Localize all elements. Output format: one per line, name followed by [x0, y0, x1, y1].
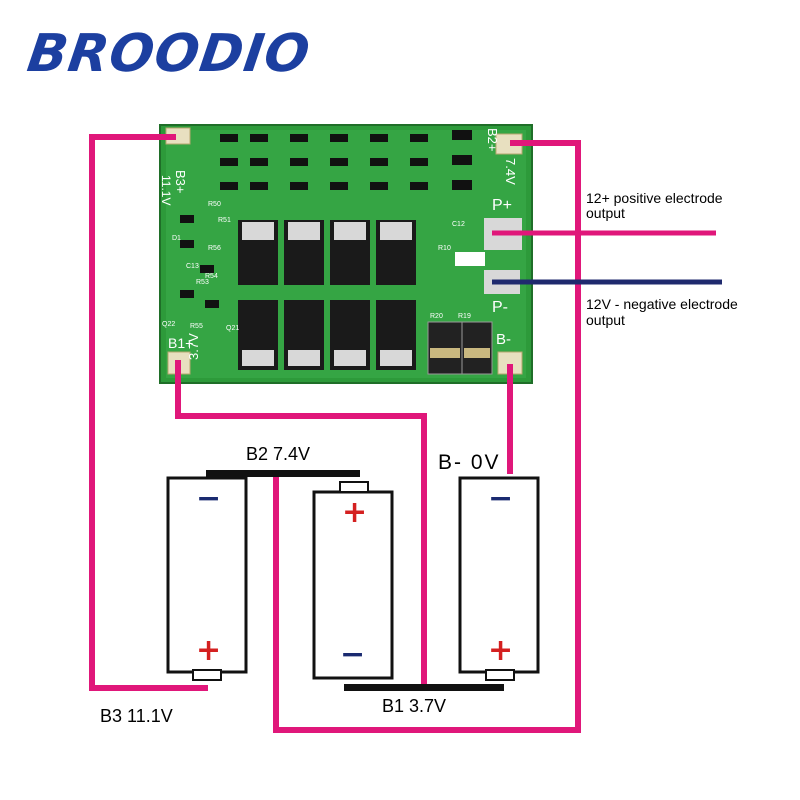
- component-label-r51: R51: [218, 217, 231, 224]
- cell-right-minus: −: [488, 481, 513, 516]
- mosfet-bottom-row: [238, 300, 416, 370]
- bus-bar-b2: [206, 470, 360, 477]
- negative-output-label-line1: 12V - negative electrode: [586, 296, 738, 312]
- cell-middle-minus: −: [340, 637, 365, 672]
- component-label-d1: D1: [172, 235, 181, 242]
- component-label-r19: R19: [458, 313, 471, 320]
- battery-cell-right: [458, 476, 540, 681]
- bms-pcb-board: [159, 124, 533, 384]
- board-b2-voltage: 7.4V: [503, 158, 518, 185]
- wire-b1: [175, 360, 427, 688]
- negative-output-label-line2: output: [586, 312, 625, 328]
- board-b2-label: B2+: [485, 128, 500, 152]
- board-b3-voltage: 11.1V: [159, 175, 173, 205]
- component-label-r56: R56: [208, 245, 221, 252]
- component-label-r20: R20: [430, 313, 443, 320]
- board-b1-label: B1+: [168, 335, 193, 351]
- mosfet-top-row: [238, 220, 416, 285]
- battery-cell-middle: [312, 481, 394, 680]
- positive-output-label-line2: output: [586, 205, 625, 221]
- board-b1-voltage: 3.7V: [186, 333, 201, 360]
- component-label-r55: R55: [190, 323, 203, 330]
- board-p-minus: P-: [492, 299, 508, 316]
- cell-left-plus: +: [196, 633, 221, 668]
- positive-output-label-line1: 12+ positive electrode: [586, 190, 723, 206]
- board-p-plus: P+: [492, 197, 512, 214]
- component-label-r54: R54: [205, 273, 218, 280]
- board-b3-label: B3+: [173, 170, 188, 194]
- b-minus-voltage-label: B- 0V: [438, 451, 501, 474]
- component-label-q21: Q21: [226, 325, 239, 332]
- component-label-r50: R50: [208, 201, 221, 208]
- component-label-c12: C12: [452, 221, 465, 228]
- wire-b3: [89, 134, 208, 691]
- b2-voltage-label: B2 7.4V: [246, 444, 311, 464]
- bus-bar-b1: [344, 684, 504, 691]
- board-b-minus: B-: [496, 331, 511, 348]
- component-label-r53: R53: [196, 279, 209, 286]
- wire-b2: [273, 140, 581, 733]
- component-label-r10: R10: [438, 245, 451, 252]
- component-label-q22: Q22: [162, 321, 175, 328]
- cell-right-plus: +: [488, 633, 513, 668]
- b1-voltage-label: B1 3.7V: [382, 696, 447, 716]
- cell-left-minus: −: [196, 481, 221, 516]
- component-label-c13: C13: [186, 263, 199, 270]
- b3-voltage-label: B3 11.1V: [100, 706, 173, 726]
- battery-cell-left: [166, 476, 248, 681]
- cell-middle-plus: +: [342, 495, 367, 530]
